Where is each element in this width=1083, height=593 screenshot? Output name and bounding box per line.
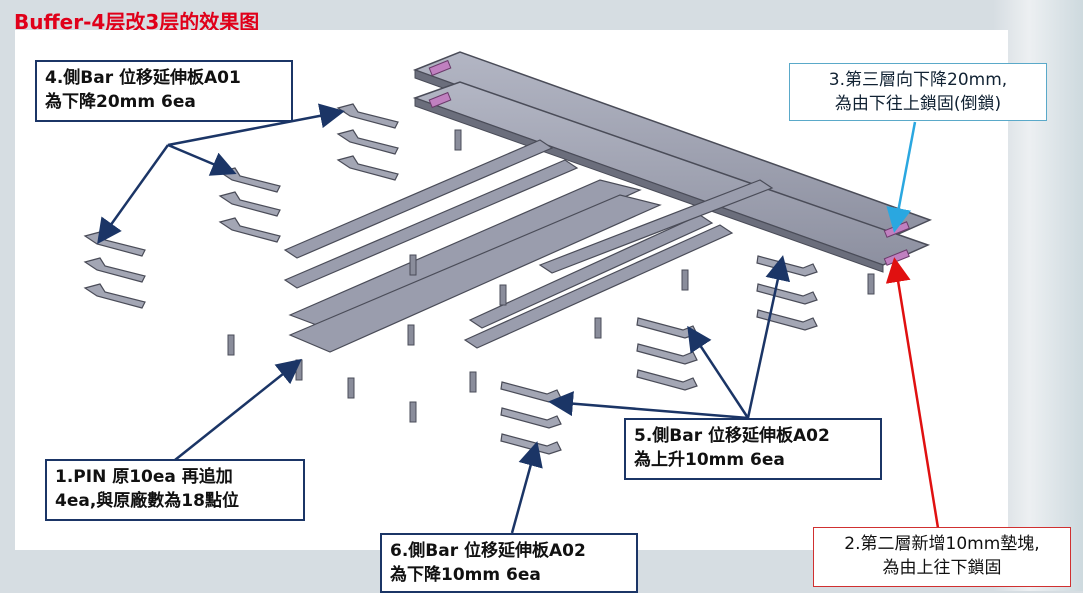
callout-bar-a02-up-line2: 為上升10mm 6ea xyxy=(634,450,785,470)
main-beam-lower xyxy=(412,81,931,273)
callout-bar-a02-down-line1: 6.側Bar 位移延伸板A02 xyxy=(390,541,586,561)
callout-bar-a01-line2: 為下降20mm 6ea xyxy=(45,92,196,112)
callout-pin: 1.PIN 原10ea 再追加 4ea,與原廠數為18點位 xyxy=(45,459,305,521)
callout-bar-a01-line1: 4.側Bar 位移延伸板A01 xyxy=(45,68,241,88)
extension-arms xyxy=(283,139,774,353)
callout-second-layer-line1: 2.第二層新增10mm墊塊, xyxy=(844,534,1040,554)
callout-third-layer-line1: 3.第三層向下降20mm, xyxy=(828,70,1008,90)
callout-third-layer: 3.第三層向下降20mm, 為由下往上鎖固(倒鎖) xyxy=(789,63,1047,121)
callout-pin-line2: 4ea,與原廠數為18點位 xyxy=(55,491,239,511)
callout-bar-a02-up-line1: 5.側Bar 位移延伸板A02 xyxy=(634,426,830,446)
callout-bar-a02-down: 6.側Bar 位移延伸板A02 為下降10mm 6ea xyxy=(380,533,638,593)
callout-second-layer-line2: 為由上往下鎖固 xyxy=(882,558,1002,578)
callout-bar-a01: 4.側Bar 位移延伸板A01 為下降20mm 6ea xyxy=(35,60,293,122)
side-bars-a01 xyxy=(83,103,399,309)
callout-pin-line1: 1.PIN 原10ea 再追加 xyxy=(55,467,233,487)
callout-third-layer-line2: 為由下往上鎖固(倒鎖) xyxy=(834,94,1002,114)
callout-arrows xyxy=(97,103,940,534)
callout-second-layer: 2.第二層新增10mm墊塊, 為由上往下鎖固 xyxy=(813,527,1071,587)
callout-bar-a02-down-line2: 為下降10mm 6ea xyxy=(390,565,541,585)
callout-bar-a02-up: 5.側Bar 位移延伸板A02 為上升10mm 6ea xyxy=(624,418,882,480)
